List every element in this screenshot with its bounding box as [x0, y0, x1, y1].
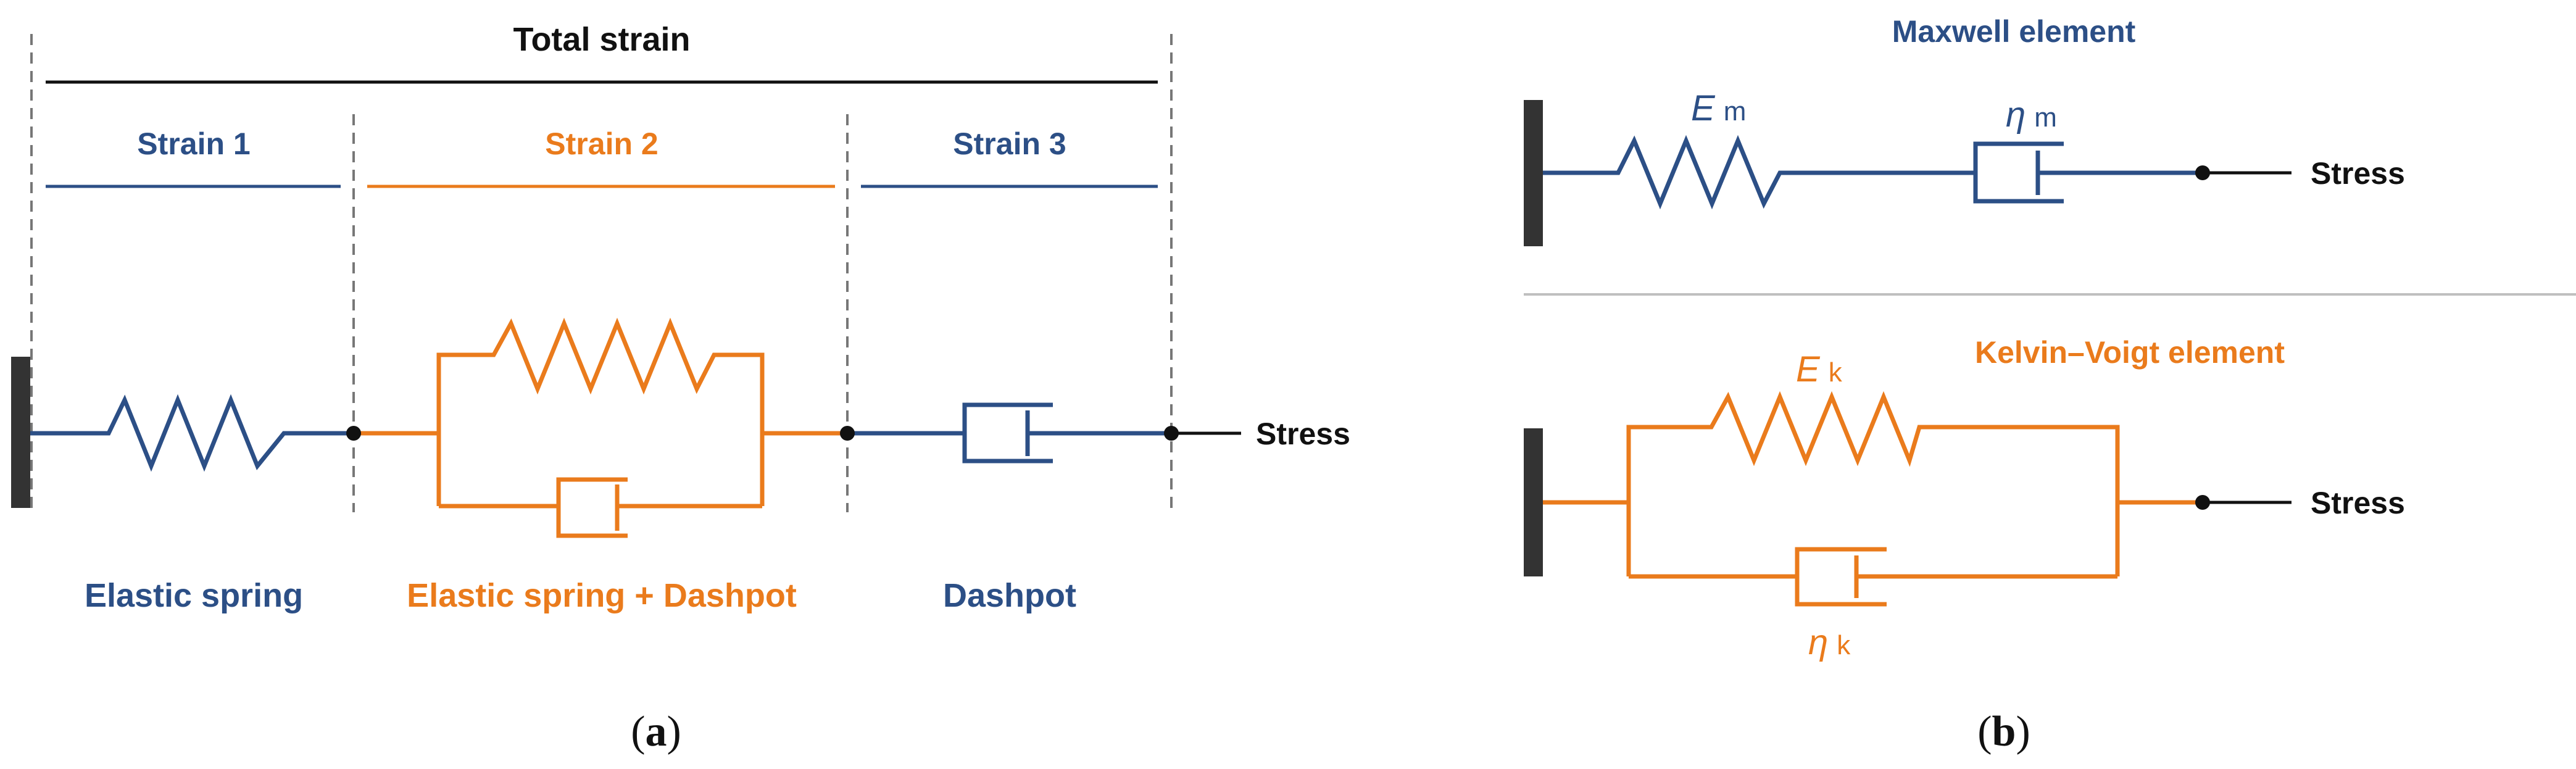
kelvin-voigt-stress-label: Stress: [2311, 486, 2405, 520]
elastic-spring-label: Elastic spring: [85, 577, 303, 614]
stress-label-a: Stress: [1256, 417, 1350, 451]
spring-dashpot-label: Elastic spring + Dashpot: [407, 577, 797, 614]
dashpot-a: [847, 402, 1171, 463]
strain-separators: [30, 34, 1173, 512]
caption-a: (a): [631, 708, 681, 755]
joint-2-a: [840, 426, 855, 441]
maxwell-dashpot: [1973, 141, 2203, 204]
kelvin-voigt-joint: [2195, 495, 2210, 510]
wall-maxwell: [1524, 100, 1543, 246]
wall-a: [11, 357, 30, 508]
maxwell-joint: [2195, 165, 2210, 180]
elastic-spring-a: [30, 394, 354, 472]
joint-3-a: [1164, 426, 1179, 441]
strain-2-label: Strain 2: [545, 127, 658, 161]
maxwell-spring: [1543, 135, 1976, 210]
joint-1-a: [346, 426, 361, 441]
strain-3-label: Strain 3: [953, 127, 1066, 161]
wall-kelvin-voigt: [1524, 428, 1543, 576]
kelvin-voigt-parallel: [1543, 391, 2203, 607]
kelvin-voigt-title: Kelvin–Voigt element: [1975, 335, 2285, 370]
maxwell-title: Maxwell element: [1892, 14, 2136, 49]
panel-a: Total strain Strain 1 Strain 2 Strain 3: [11, 21, 1350, 755]
maxwell-stress-label: Stress: [2311, 156, 2405, 191]
strain-1-label: Strain 1: [137, 127, 250, 161]
dashpot-label: Dashpot: [943, 577, 1076, 614]
total-strain-label: Total strain: [513, 21, 690, 58]
parallel-spring-dashpot-a: [354, 317, 847, 538]
caption-b: (b): [1977, 708, 2030, 755]
